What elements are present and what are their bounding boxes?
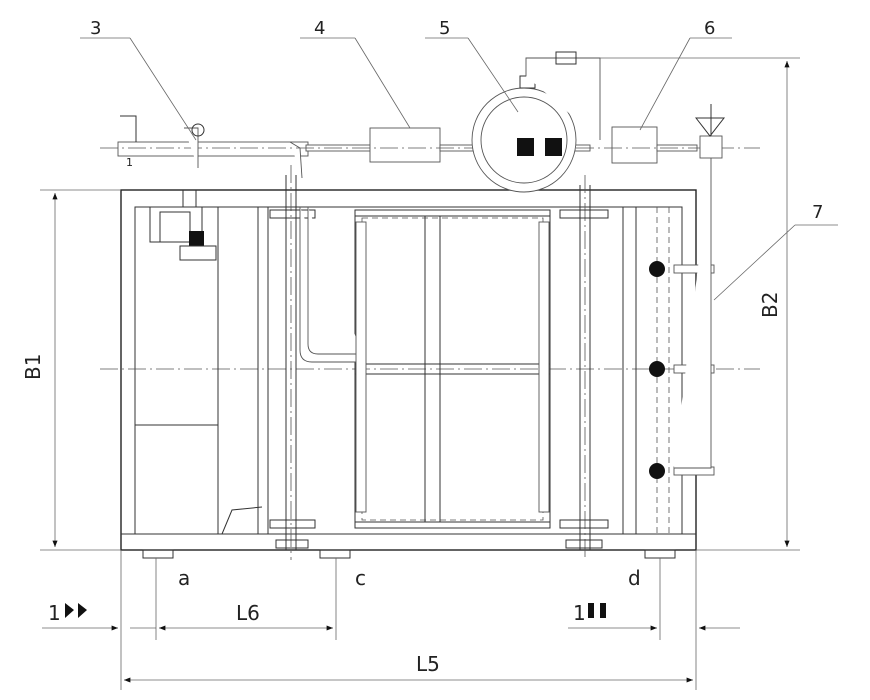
label-right-offset: 1 <box>573 601 586 625</box>
dimension-right-offset: 1 <box>568 601 740 631</box>
extension-lines <box>120 550 697 690</box>
support-feet <box>142 549 676 559</box>
mark-c: c <box>355 566 366 590</box>
top-pipeline <box>100 51 760 469</box>
offset-mark-icon <box>78 603 87 618</box>
label-left-offset: 1 <box>48 601 61 625</box>
shaft-right <box>559 175 609 560</box>
offset-mark-icon <box>65 603 74 618</box>
offset-mark-icon <box>588 603 594 618</box>
rotating-frame <box>299 207 551 529</box>
callout-5: 5 <box>439 18 450 39</box>
callout-6: 6 <box>704 18 715 39</box>
dimension-l6: L6 <box>158 601 333 631</box>
callout-3: 3 <box>90 18 101 39</box>
dimension-l5: L5 <box>123 652 693 683</box>
pipe-mark: 1 <box>126 156 133 169</box>
offset-mark-icon <box>600 603 606 618</box>
right-chamber <box>622 207 715 534</box>
callout-4: 4 <box>314 18 325 39</box>
label-l5: L5 <box>416 652 440 676</box>
mark-a: a <box>178 566 190 590</box>
dimension-left-offset: 1 <box>42 601 156 631</box>
dimension-b2: B2 <box>600 57 800 551</box>
shaft-left <box>269 165 316 560</box>
mark-d: d <box>628 566 641 590</box>
label-b1: B1 <box>21 354 45 380</box>
dimension-b1: B1 <box>21 189 121 551</box>
label-l6: L6 <box>236 601 260 625</box>
callout-7: 7 <box>812 202 823 223</box>
callouts: 3 4 5 6 7 <box>80 18 838 301</box>
label-b2: B2 <box>758 292 782 318</box>
left-chamber <box>135 190 269 535</box>
